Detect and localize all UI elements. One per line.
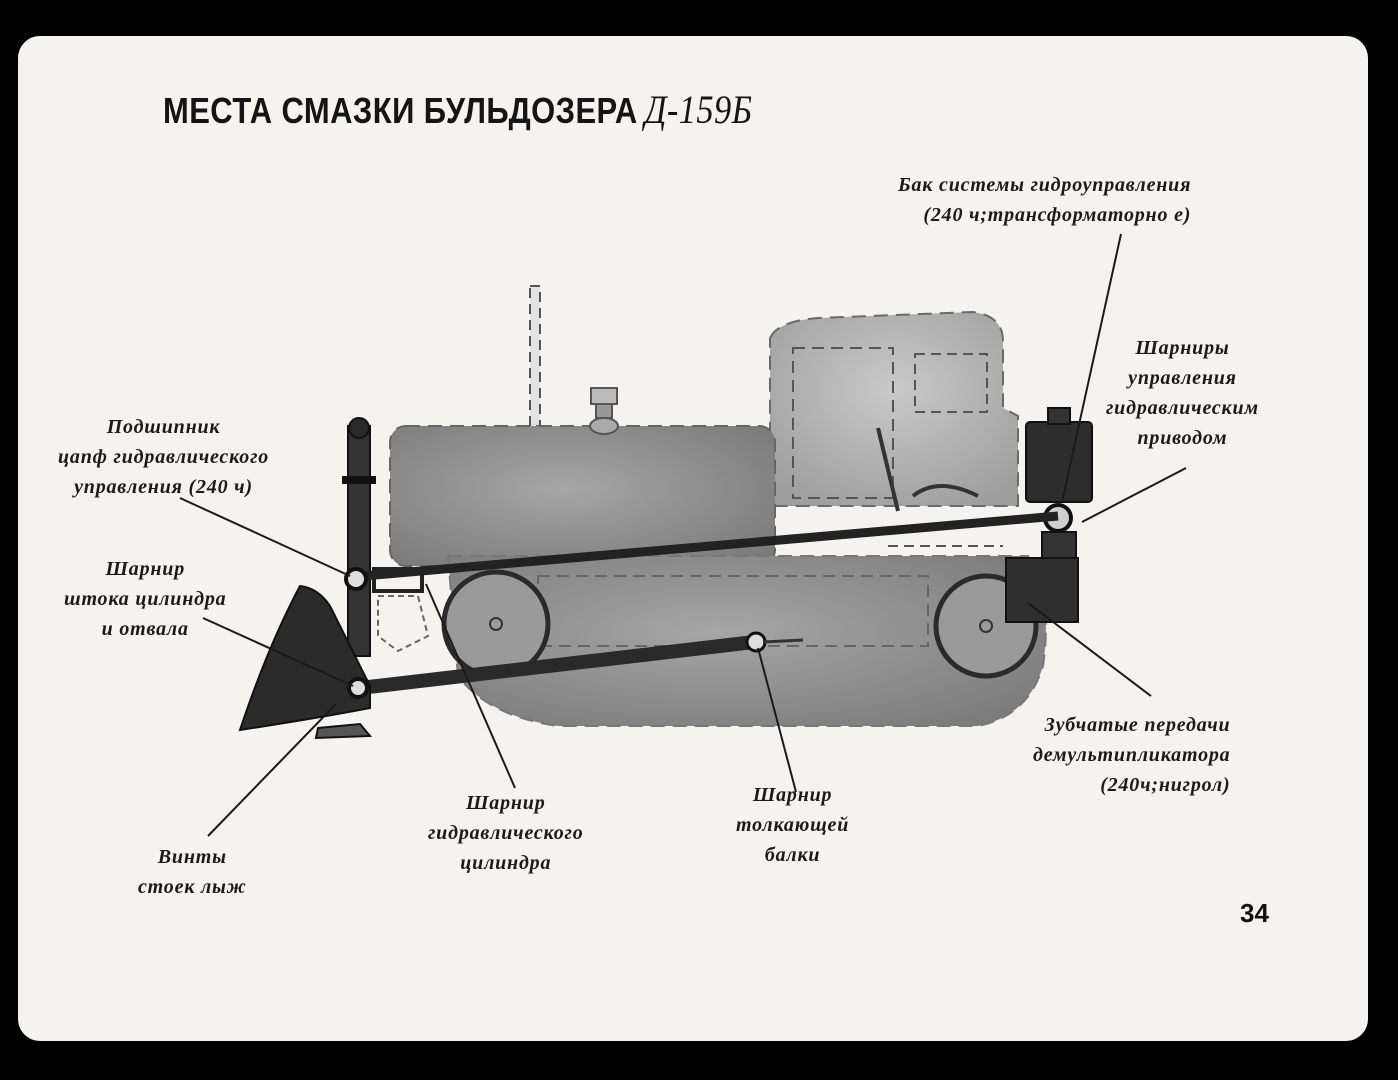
label-cylinder-line2: гидравлического	[428, 822, 584, 844]
hydraulic-tank	[1025, 421, 1093, 503]
push-beam	[359, 634, 764, 695]
ski	[314, 722, 373, 740]
label-beam-line3: балки	[764, 844, 821, 866]
leader-lines	[179, 233, 1187, 837]
label-bearing: Подшипник цапф гидравлического управлени…	[58, 412, 269, 502]
label-gears: Зубчатые передачи демультипликатора (240…	[1033, 710, 1230, 800]
label-tank-line2: (240 ч;трансформаторно е)	[923, 204, 1192, 226]
page-number: 34	[1240, 898, 1269, 928]
label-screws: Винты стоек лыж	[138, 842, 247, 902]
cab-window-left	[792, 347, 894, 499]
exhaust-pipe	[529, 285, 541, 427]
control-linkage	[876, 427, 979, 512]
label-tank: Бак системы гидроуправления (240 ч;транс…	[898, 170, 1191, 230]
label-hinges-line1: Шарниры	[1135, 337, 1230, 359]
label-cylinder-line3: цилиндра	[460, 852, 552, 874]
label-screws-line1: Винты	[157, 846, 227, 868]
bearing-bracket	[372, 567, 424, 593]
filler-cap	[589, 387, 619, 435]
bulldozer-diagram	[179, 233, 1187, 837]
rear-wheel-hub	[979, 619, 993, 633]
label-rod-line3: и отвала	[101, 618, 189, 640]
label-cylinder-line1: Шарнир	[465, 792, 546, 814]
post-collar	[342, 476, 376, 484]
label-hinges-line3: гидравлическим	[1106, 397, 1259, 419]
label-beam-line2: толкающей	[736, 814, 850, 836]
label-rod-hinge: Шарнир штока цилиндра и отвала	[64, 554, 226, 644]
label-gears-line3: (240ч;нигрол)	[1100, 774, 1231, 796]
label-hinges-line4: приводом	[1137, 427, 1228, 449]
control-valve	[1041, 531, 1077, 559]
beam-link	[762, 638, 804, 644]
label-tank-line1: Бак системы гидроуправления	[898, 174, 1192, 196]
post-top	[348, 417, 370, 439]
label-screws-line2: стоек лыж	[138, 876, 247, 898]
upper-control-rod	[362, 511, 1059, 581]
demultiplier-housing	[1005, 557, 1079, 623]
cab-window-right	[914, 353, 988, 413]
title-main: МЕСТА СМАЗКИ БУЛЬДОЗЕРА	[163, 90, 638, 131]
blade-rod-hinge	[347, 677, 369, 699]
push-beam-hinge	[745, 631, 767, 653]
label-bearing-line3: управления (240 ч)	[74, 476, 253, 498]
bearing-joint	[344, 567, 368, 591]
label-cylinder-hinge: Шарнир гидравлического цилиндра	[428, 788, 584, 878]
front-wheel-hub	[489, 617, 503, 631]
label-gears-line1: Зубчатые передачи	[1044, 714, 1231, 736]
label-hinges-line2: управления	[1128, 367, 1237, 389]
label-gears-line2: демультипликатора	[1033, 744, 1231, 766]
label-hinges-control: Шарниры управления гидравлическим привод…	[1106, 333, 1259, 453]
label-bearing-line2: цапф гидравлического	[58, 446, 270, 468]
label-rod-line1: Шарнир	[105, 558, 185, 580]
blade	[238, 584, 371, 732]
tank-cap	[1047, 407, 1071, 425]
title-model: Д-159Б	[644, 87, 753, 132]
label-bearing-line1: Подшипник	[106, 416, 221, 438]
front-post	[347, 425, 371, 657]
label-rod-line2: штока цилиндра	[64, 588, 227, 610]
engine-front	[377, 595, 430, 653]
label-beam-line1: Шарнир	[752, 784, 833, 806]
label-beam-hinge: Шарнир толкающей балки	[736, 780, 849, 870]
